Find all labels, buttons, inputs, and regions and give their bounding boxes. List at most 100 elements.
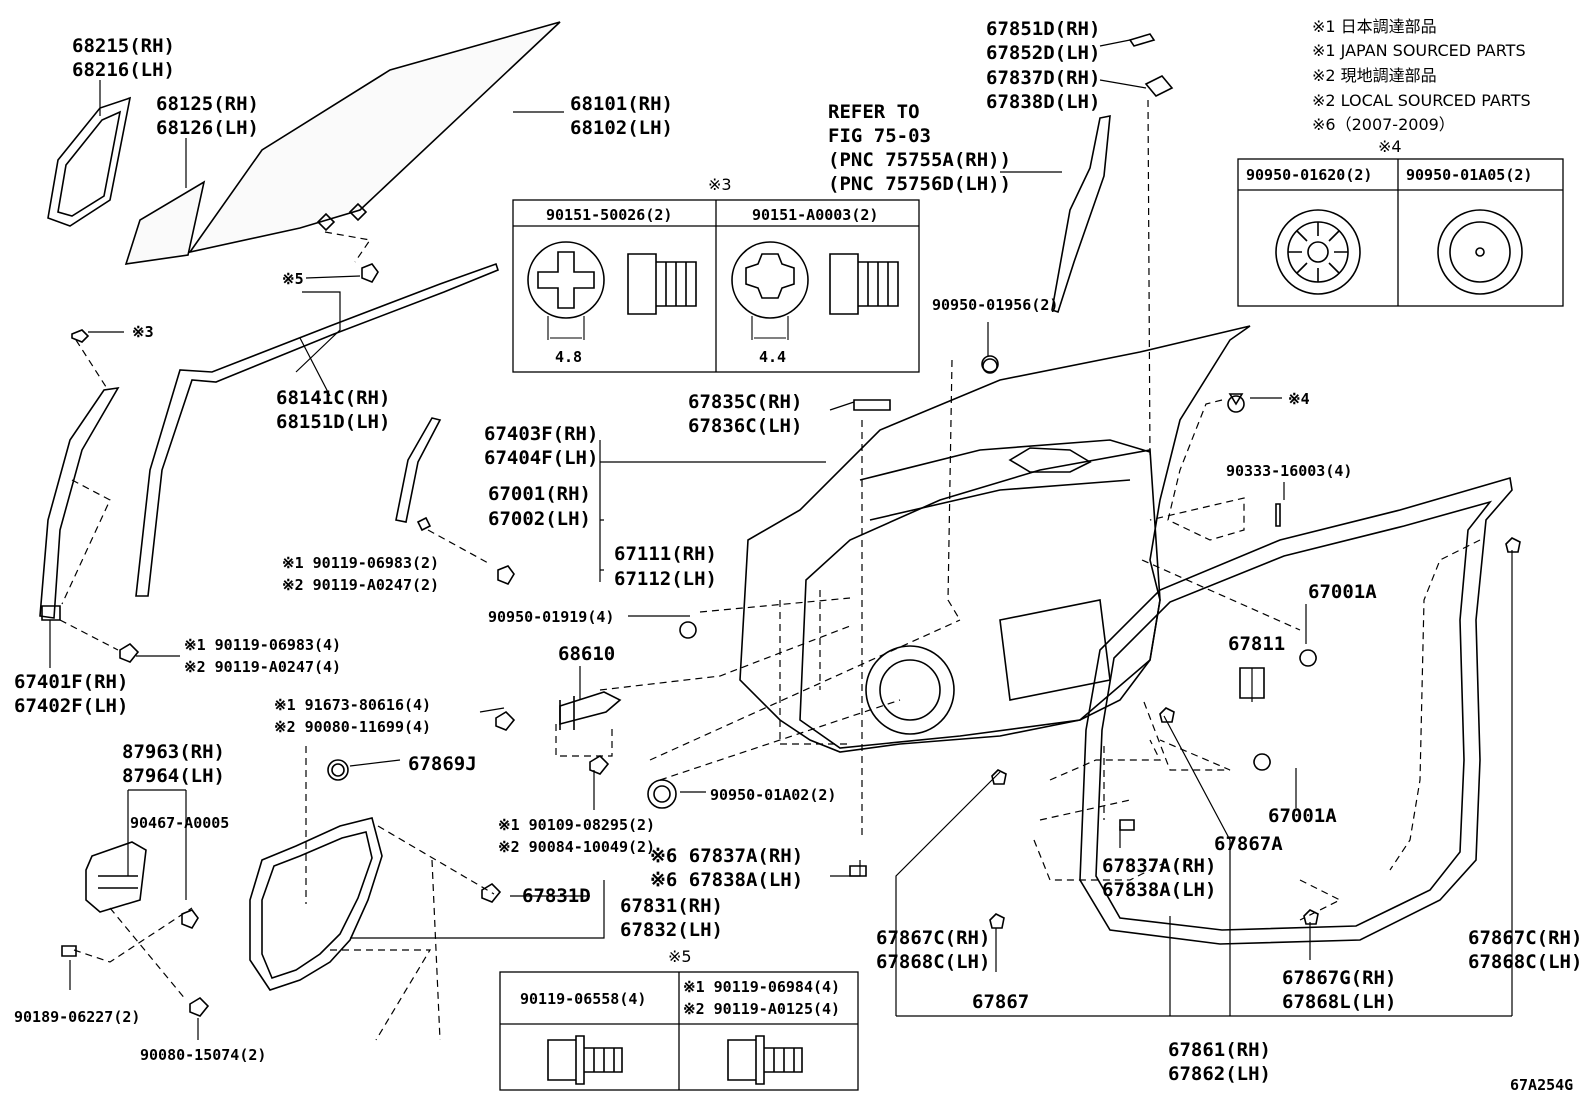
label-bolt-90080-11699: ※2 90080-11699(4) xyxy=(274,718,431,736)
legend-notes: ※1 日本調達部品 ※1 JAPAN SOURCED PARTS ※2 現地調達… xyxy=(1312,17,1531,134)
label-bolt-90084: ※2 90084-10049(2) xyxy=(498,838,655,856)
label-67837a-6: ※6 67837A(RH) xyxy=(650,845,803,867)
quarter-glass-frame xyxy=(47,80,132,227)
label-67838a: 67838A(LH) xyxy=(1102,879,1216,901)
label-bolt-90119-a0247-4: ※2 90119-A0247(4) xyxy=(184,658,341,676)
label-67811: 67811 xyxy=(1228,633,1285,655)
label-90333: 90333-16003(4) xyxy=(1226,462,1352,480)
label-67868c-1: 67868C(LH) xyxy=(876,951,990,973)
flange-bolt-icon xyxy=(547,1035,623,1085)
label-bolt-91673: ※1 91673-80616(4) xyxy=(274,696,431,714)
door-panel xyxy=(599,99,1301,836)
label-90950-01a02: 90950-01A02(2) xyxy=(710,786,836,804)
label-68215: 68215(RH) xyxy=(72,35,175,57)
label-87964: 87964(LH) xyxy=(122,765,225,787)
label-67404f: 67404F(LH) xyxy=(484,447,598,469)
label-90950-01956: 90950-01956(2) xyxy=(932,296,1058,314)
grommet-plain-icon xyxy=(1437,209,1523,295)
table5-col2a: ※1 90119-06984(4) xyxy=(683,978,840,996)
label-67831d: 67831D xyxy=(522,885,591,907)
door-glass xyxy=(188,21,564,283)
service-hole-cover xyxy=(249,746,502,1041)
label-67852d: 67852D(LH) xyxy=(986,42,1100,64)
table3-mark: ※3 xyxy=(708,175,732,194)
quarter-glass xyxy=(124,138,206,265)
label-67867c-2: 67867C(RH) xyxy=(1468,927,1582,949)
note-years: ※6（2007-2009） xyxy=(1312,115,1455,134)
label-bolt-90119-06983-4: ※1 90119-06983(4) xyxy=(184,636,341,654)
rear-channel xyxy=(395,417,515,585)
label-67862: 67862(LH) xyxy=(1168,1063,1271,1085)
note-local-jp: ※2 現地調達部品 xyxy=(1312,66,1437,85)
label-67851d: 67851D(RH) xyxy=(986,18,1100,40)
label-68101: 68101(RH) xyxy=(570,93,673,115)
label-67869j: 67869J xyxy=(408,753,477,775)
table4-col1: 90950-01620(2) xyxy=(1246,166,1372,184)
table5-mark: ※5 xyxy=(668,947,692,966)
label-67867: 67867 xyxy=(972,991,1029,1013)
label-67835c: 67835C(RH) xyxy=(688,391,802,413)
label-68216: 68216(LH) xyxy=(72,59,175,81)
torx-screw-icon: 4.4 xyxy=(731,241,899,366)
label-68141c: 68141C(RH) xyxy=(276,387,390,409)
label-67837d: 67837D(RH) xyxy=(986,67,1100,89)
leader-lines xyxy=(69,39,1513,1040)
service-hole-seal xyxy=(647,779,677,809)
label-67867a: 67867A xyxy=(1214,833,1283,855)
label-68126: 68126(LH) xyxy=(156,117,259,139)
label-bolt-90109: ※1 90109-08295(2) xyxy=(498,816,655,834)
label-67001a-1: 67001A xyxy=(1308,581,1377,603)
outside-mirror-ecu xyxy=(61,841,210,1017)
label-67111: 67111(RH) xyxy=(614,543,717,565)
small-clips xyxy=(849,399,1521,929)
label-90950-01919: 90950-01919(4) xyxy=(488,608,614,626)
label-68610: 68610 xyxy=(558,643,615,665)
refer-line-3: (PNC 75755A(RH)) xyxy=(828,149,1011,171)
phillips-screw-icon: 4.8 xyxy=(527,241,697,366)
dim-2: 4.4 xyxy=(759,348,786,366)
label-68151d: 68151D(LH) xyxy=(276,411,390,433)
label-90189: 90189-06227(2) xyxy=(14,1008,140,1026)
label-67868l: 67868L(LH) xyxy=(1282,991,1396,1013)
label-68125: 68125(RH) xyxy=(156,93,259,115)
label-67867g: 67867G(RH) xyxy=(1282,967,1396,989)
table5-col1: 90119-06558(4) xyxy=(520,990,646,1008)
table4-col2: 90950-01A05(2) xyxy=(1406,166,1532,184)
label-67831: 67831(RH) xyxy=(620,895,723,917)
refer-line-2: FIG 75-03 xyxy=(828,125,931,147)
plug xyxy=(327,759,349,781)
table4-mark: ※4 xyxy=(1378,137,1402,156)
label-67838a-6: ※6 67838A(LH) xyxy=(650,869,803,891)
weatherstrip xyxy=(1033,476,1513,945)
table5-col2b: ※2 90119-A0125(4) xyxy=(683,1000,840,1018)
glass-run xyxy=(135,262,499,597)
label-67837a: 67837A(RH) xyxy=(1102,855,1216,877)
label-67401f: 67401F(RH) xyxy=(14,671,128,693)
label-67832: 67832(LH) xyxy=(620,919,723,941)
mark-3: ※3 xyxy=(132,323,154,341)
label-87963: 87963(RH) xyxy=(122,741,225,763)
label-67002: 67002(LH) xyxy=(488,508,591,530)
label-67403f: 67403F(RH) xyxy=(484,423,598,445)
label-67001: 67001(RH) xyxy=(488,483,591,505)
note-local-en: ※2 LOCAL SOURCED PARTS xyxy=(1312,91,1531,110)
refer-line-4: (PNC 75756D(LH)) xyxy=(828,173,1011,195)
dim-1: 4.8 xyxy=(555,348,582,366)
part-labels: 68215(RH) 68216(LH) 68125(RH) 68126(LH) … xyxy=(14,18,1582,1094)
note-japan-jp: ※1 日本調達部品 xyxy=(1312,17,1437,36)
label-90467: 90467-A0005 xyxy=(130,814,229,832)
flange-bolt-icon-2 xyxy=(727,1035,803,1085)
table3-col1: 90151-50026(2) xyxy=(546,206,672,224)
grommet-gear-icon xyxy=(1275,209,1361,295)
door-check xyxy=(495,666,622,810)
label-bolt-90119-06983-2: ※1 90119-06983(2) xyxy=(282,554,439,572)
mark-4: ※4 xyxy=(1288,390,1310,408)
label-67868c-2: 67868C(LH) xyxy=(1468,951,1582,973)
note-japan-en: ※1 JAPAN SOURCED PARTS xyxy=(1312,41,1526,60)
label-68102: 68102(LH) xyxy=(570,117,673,139)
mark-5: ※5 xyxy=(282,270,304,288)
label-67001a-2: 67001A xyxy=(1268,805,1337,827)
label-67838d: 67838D(LH) xyxy=(986,91,1100,113)
table-screws: ※3 90151-50026(2) 90151-A0003(2) 4.8 4.4 xyxy=(512,175,920,373)
